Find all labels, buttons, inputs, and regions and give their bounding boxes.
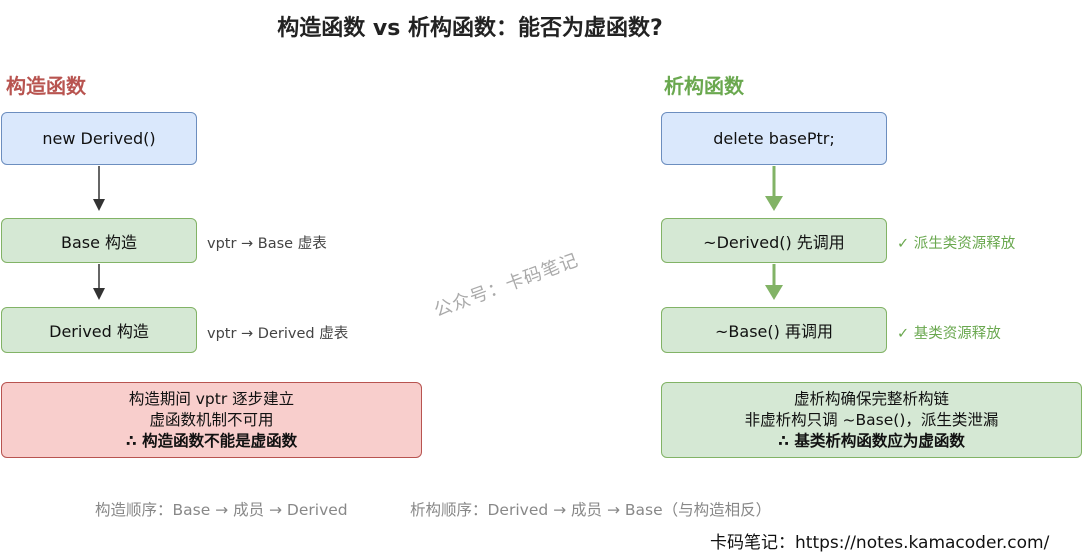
base-construct-box: Base 构造: [1, 218, 197, 263]
derived-vptr-note: vptr → Derived 虚表: [207, 326, 349, 342]
base-release-note: ✓ 基类资源释放: [897, 326, 1001, 342]
destructor-conclusion-line-3: ∴ 基类析构函数应为虚函数: [778, 431, 965, 450]
constructor-conclusion-line-3: ∴ 构造函数不能是虚函数: [125, 431, 298, 450]
new-derived-label: new Derived(): [42, 129, 156, 148]
derived-destruct-label: ~Derived() 先调用: [703, 232, 845, 252]
constructor-conclusion-line-2: 虚函数机制不可用: [149, 410, 274, 429]
constructor-heading: 构造函数: [6, 74, 86, 98]
derived-destruct-box: ~Derived() 先调用: [661, 218, 887, 263]
arrowhead-new-to-base: [93, 199, 105, 211]
new-derived-box: new Derived(): [1, 112, 197, 165]
construct-order-note: 构造顺序：Base → 成员 → Derived: [95, 501, 348, 519]
destructor-conclusion-line-2: 非虚析构只调 ~Base()，派生类泄漏: [744, 410, 999, 429]
base-vptr-note: vptr → Base 虚表: [207, 236, 327, 252]
destruct-order-note: 析构顺序：Derived → 成员 → Base（与构造相反）: [410, 501, 772, 519]
base-destruct-label: ~Base() 再调用: [715, 322, 833, 341]
site-credit: 卡码笔记：https://notes.kamacoder.com/: [710, 533, 1050, 553]
base-destruct-box: ~Base() 再调用: [661, 307, 887, 353]
arrowhead-derived-to-base: [765, 285, 783, 300]
base-construct-label: Base 构造: [60, 232, 138, 252]
destructor-heading: 析构函数: [664, 74, 744, 98]
derived-construct-box: Derived 构造: [1, 307, 197, 353]
derived-release-note: ✓ 派生类资源释放: [897, 236, 1016, 252]
diagram-title: 构造函数 vs 析构函数：能否为虚函数?: [277, 16, 663, 41]
constructor-conclusion-box: 构造期间 vptr 逐步建立 虚函数机制不可用 ∴ 构造函数不能是虚函数: [1, 382, 422, 458]
derived-construct-label: Derived 构造: [49, 322, 149, 341]
delete-baseptr-label: delete basePtr;: [713, 129, 835, 148]
arrowhead-base-to-derived: [93, 288, 105, 300]
arrowhead-delete-to-derived: [765, 196, 783, 211]
constructor-conclusion-line-1: 构造期间 vptr 逐步建立: [128, 389, 295, 408]
destructor-conclusion-line-1: 虚析构确保完整析构链: [793, 389, 949, 408]
delete-baseptr-box: delete basePtr;: [661, 112, 887, 165]
destructor-conclusion-box: 虚析构确保完整析构链 非虚析构只调 ~Base()，派生类泄漏 ∴ 基类析构函数…: [661, 382, 1082, 458]
